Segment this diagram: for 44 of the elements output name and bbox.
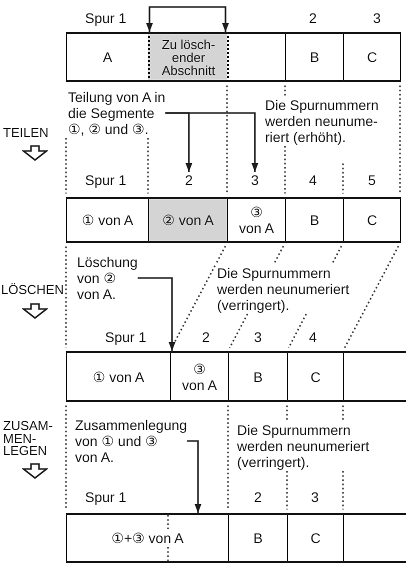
track-segment: C — [343, 197, 401, 243]
track-segment: B — [285, 197, 343, 243]
track-segment: B — [285, 32, 343, 82]
track-number: 4 — [309, 329, 317, 345]
arrow — [138, 277, 176, 351]
bracket-arrow — [146, 6, 229, 32]
track-number: 2 — [202, 329, 210, 345]
track-label: Spur 1 — [105, 329, 146, 345]
step-label: TEILEN — [3, 127, 49, 140]
empty-track-segment — [343, 513, 406, 563]
track-segment: C — [343, 32, 401, 82]
track-number: 4 — [309, 172, 317, 188]
arrow — [187, 440, 202, 513]
track-segment: C — [287, 351, 343, 402]
track-segment: B — [228, 513, 287, 563]
note-text: Die Spurnummern werden neunume- riert (erhöht). — [265, 97, 379, 145]
track-number: 3 — [373, 10, 381, 26]
track-number: 5 — [368, 172, 376, 188]
callout-text: Zusammenlegung von ① und ③ von A. — [75, 417, 188, 465]
track-segment: Zu lösch- ender Abschnitt — [148, 32, 227, 82]
track-segment: ② von A — [148, 197, 227, 243]
track-label: Spur 1 — [85, 489, 126, 505]
step-label: ZUSAM- MEN- LEGEN — [3, 420, 53, 458]
track-number: 2 — [254, 489, 262, 505]
callout-text: Teilung von A in die Segmente ①, ② und ③. — [68, 89, 166, 137]
track-segment: B — [228, 351, 287, 402]
callout-text: Löschung von ② von A. — [77, 254, 138, 302]
track-label: Spur 1 — [85, 172, 126, 188]
track-segment: ③ von A — [227, 197, 285, 243]
track-number: 2 — [185, 172, 193, 188]
track-number: 2 — [309, 10, 317, 26]
track-number: 3 — [311, 489, 319, 505]
track-number: 3 — [254, 329, 262, 345]
track-segment: ① von A — [66, 351, 170, 402]
track-label: Spur 1 — [85, 10, 126, 26]
track-number: 3 — [251, 172, 259, 188]
track-segment: ③ von A — [170, 351, 228, 402]
step-label: LÖSCHEN — [1, 284, 64, 296]
note-text: Die Spurnummern werden neunumeriert (verringert). — [237, 422, 370, 470]
empty-track-segment — [343, 351, 406, 402]
note-text: Die Spurnummern werden neunumeriert (verringert). — [217, 265, 350, 313]
track-segment: C — [287, 513, 343, 563]
arrow — [165, 112, 258, 172]
track-segment: ①+③ von A — [66, 513, 228, 563]
